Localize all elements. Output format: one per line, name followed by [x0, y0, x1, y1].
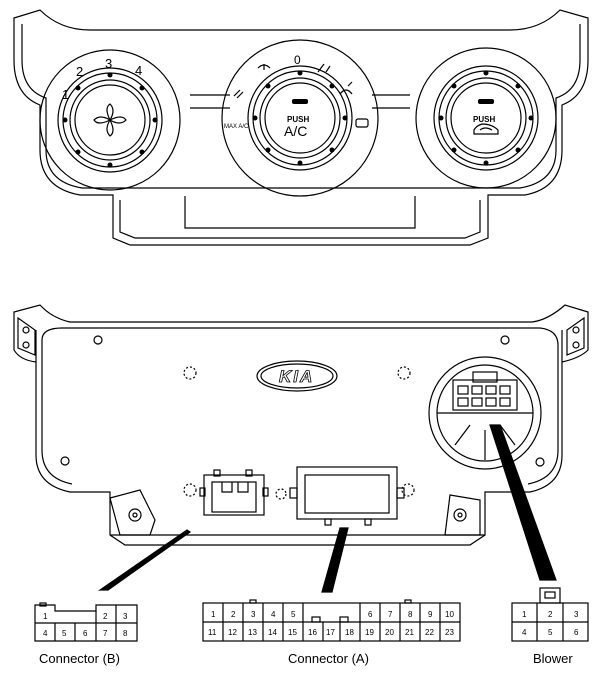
pin-label: 1 — [522, 610, 527, 619]
pin-label: 17 — [326, 628, 335, 637]
pin-label: 6 — [83, 629, 88, 638]
pin-label: 7 — [388, 610, 393, 619]
connector-b-leader — [98, 529, 192, 591]
recirculation-icon — [473, 123, 499, 135]
pin-label: 4 — [271, 610, 276, 619]
pin-label: 10 — [445, 610, 454, 619]
pin-label: 2 — [103, 612, 108, 621]
pin-label: 5 — [291, 610, 296, 619]
pin-label: 19 — [365, 628, 374, 637]
mode-selector-knob[interactable] — [221, 39, 379, 197]
rear-panel-outline — [13, 304, 589, 546]
pin-label: 21 — [405, 628, 414, 637]
fan-speed-label: 2 — [76, 64, 83, 79]
pin-label: 22 — [425, 628, 434, 637]
pin-label: 2 — [548, 610, 553, 619]
connector-a-housing — [289, 466, 405, 526]
pin-label: 7 — [103, 629, 108, 638]
blower-caption: Blower — [533, 651, 573, 666]
mode-zero-label: 0 — [294, 53, 301, 67]
pin-label: 9 — [428, 610, 433, 619]
front-panel-outline — [13, 9, 589, 246]
pin-label: 3 — [123, 612, 128, 621]
pin-label: 20 — [385, 628, 394, 637]
pin-label: 18 — [345, 628, 354, 637]
pin-label: 3 — [251, 610, 256, 619]
blower-pinout — [511, 587, 589, 642]
fan-icon — [93, 103, 127, 137]
pin-label: 8 — [408, 610, 413, 619]
pin-label: 11 — [208, 628, 217, 637]
pin-label: 6 — [574, 628, 579, 637]
push-label: PUSH — [473, 115, 495, 124]
connector-a-caption: Connector (A) — [288, 651, 369, 666]
push-label: PUSH — [287, 115, 309, 124]
max-ac-label: MAX A/C — [224, 124, 249, 130]
pin-label: 13 — [248, 628, 257, 637]
pin-label: 1 — [211, 610, 216, 619]
pin-label: 3 — [574, 610, 579, 619]
pin-label: 14 — [268, 628, 277, 637]
kia-logo-text: KIA — [279, 367, 314, 386]
pin-label: 15 — [288, 628, 297, 637]
pin-label: 16 — [308, 628, 317, 637]
pin-label: 4 — [522, 628, 527, 637]
connector-b-pinout — [34, 602, 138, 642]
connector-b-caption: Connector (B) — [39, 651, 120, 666]
connector-a-pinout — [202, 599, 461, 642]
pin-label: 8 — [123, 629, 128, 638]
pin-label: 1 — [43, 612, 48, 621]
ac-label: A/C — [284, 123, 307, 139]
fan-speed-knob[interactable] — [39, 49, 181, 191]
fan-speed-label: 1 — [62, 87, 69, 102]
temperature-knob[interactable] — [415, 47, 557, 189]
fan-speed-label: 3 — [105, 56, 112, 71]
pin-label: 4 — [43, 629, 48, 638]
fan-speed-label: 4 — [135, 63, 142, 78]
ac-indicator-led — [292, 99, 308, 104]
pin-label: 6 — [368, 610, 373, 619]
blower-leader — [489, 424, 557, 581]
pin-label: 23 — [445, 628, 454, 637]
pin-label: 12 — [228, 628, 237, 637]
kia-logo — [256, 360, 338, 392]
pin-label: 2 — [231, 610, 236, 619]
pin-label: 5 — [62, 629, 67, 638]
connector-a-leader — [321, 527, 349, 593]
blower-connector-housing — [428, 356, 542, 470]
pin-label: 5 — [548, 628, 553, 637]
vent-mode-icons — [233, 63, 369, 128]
connector-b-housing — [199, 469, 269, 516]
recirc-indicator-led — [478, 99, 494, 104]
